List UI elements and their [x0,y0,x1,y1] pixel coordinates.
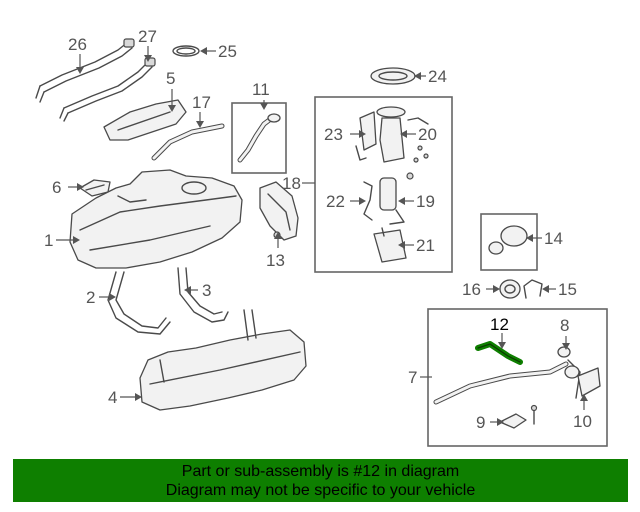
callout-10[interactable]: 10 [573,412,592,431]
callout-12[interactable]: 12 [490,315,509,334]
callout-6[interactable]: 6 [52,178,61,197]
part-23-sender[interactable] [355,111,377,161]
part-11-filler-pipe[interactable] [237,113,281,163]
part-12-breather-tube[interactable] [475,341,523,365]
part-1-fuel-tank[interactable] [69,169,243,269]
callout-9[interactable]: 9 [476,413,485,432]
callout-13[interactable]: 13 [266,251,285,270]
callout-labels: 1 2 3 4 5 6 7 8 9 10 11 12 13 14 15 16 1… [44,27,592,432]
part-16-grommet[interactable] [499,279,521,299]
callout-5[interactable]: 5 [166,69,175,88]
callout-25[interactable]: 25 [218,42,237,61]
callout-15[interactable]: 15 [558,280,577,299]
callout-16[interactable]: 16 [462,280,481,299]
leader-lines [56,46,588,426]
part-6-bracket[interactable] [79,179,111,197]
part-18-box [314,96,453,273]
banner-line-1: Part or sub-assembly is #12 in diagram [181,463,460,480]
callout-26[interactable]: 26 [68,35,87,54]
part-25-gasket-inner [176,47,196,55]
callout-11[interactable]: 11 [252,80,270,99]
info-banner: Part or sub-assembly is #12 in diagram D… [13,459,628,502]
callout-2[interactable]: 2 [86,288,95,307]
part-19-fuel-pump[interactable] [379,172,414,225]
part-20-pump-module[interactable] [376,106,429,163]
callout-19[interactable]: 19 [416,192,435,211]
callout-24[interactable]: 24 [428,67,447,86]
callout-23[interactable]: 23 [324,125,343,144]
callout-14[interactable]: 14 [544,229,563,248]
part-11-box [231,102,287,174]
part-21-filter[interactable] [373,227,407,263]
part-17-hose[interactable] [151,123,225,161]
callout-27[interactable]: 27 [138,27,157,46]
part-3-tank-strap[interactable] [177,267,229,323]
part-4-tank-assembly[interactable] [139,309,307,411]
part-5-heat-shield[interactable] [103,99,187,141]
part-8-clamp[interactable] [557,346,580,379]
part-22-harness[interactable] [363,181,373,221]
part-26-fuel-line[interactable] [35,38,135,103]
part-10-bracket[interactable] [577,367,601,397]
callout-1[interactable]: 1 [44,231,53,250]
part-14-filler-cap[interactable] [480,213,538,271]
part-7-filler-neck[interactable] [433,359,581,405]
callout-20[interactable]: 20 [418,125,437,144]
fuel-system-diagram: 1 2 3 4 5 6 7 8 9 10 11 12 13 14 15 16 1… [35,27,608,447]
callout-3[interactable]: 3 [202,281,211,300]
banner-line-2: Diagram may not be specific to your vehi… [165,482,476,499]
callout-17[interactable]: 17 [192,93,211,112]
part-24-lock-ring[interactable] [370,67,416,85]
part-9-bolt[interactable] [499,404,538,429]
callout-21[interactable]: 21 [416,236,435,255]
callout-8[interactable]: 8 [560,316,569,335]
callout-18[interactable]: 18 [282,174,301,193]
callout-4[interactable]: 4 [108,388,117,407]
part-15-clip[interactable] [523,279,543,299]
part-2-tank-strap[interactable] [107,271,171,335]
callout-22[interactable]: 22 [326,192,345,211]
callout-7[interactable]: 7 [408,368,417,387]
part-25-gasket[interactable] [172,45,200,57]
